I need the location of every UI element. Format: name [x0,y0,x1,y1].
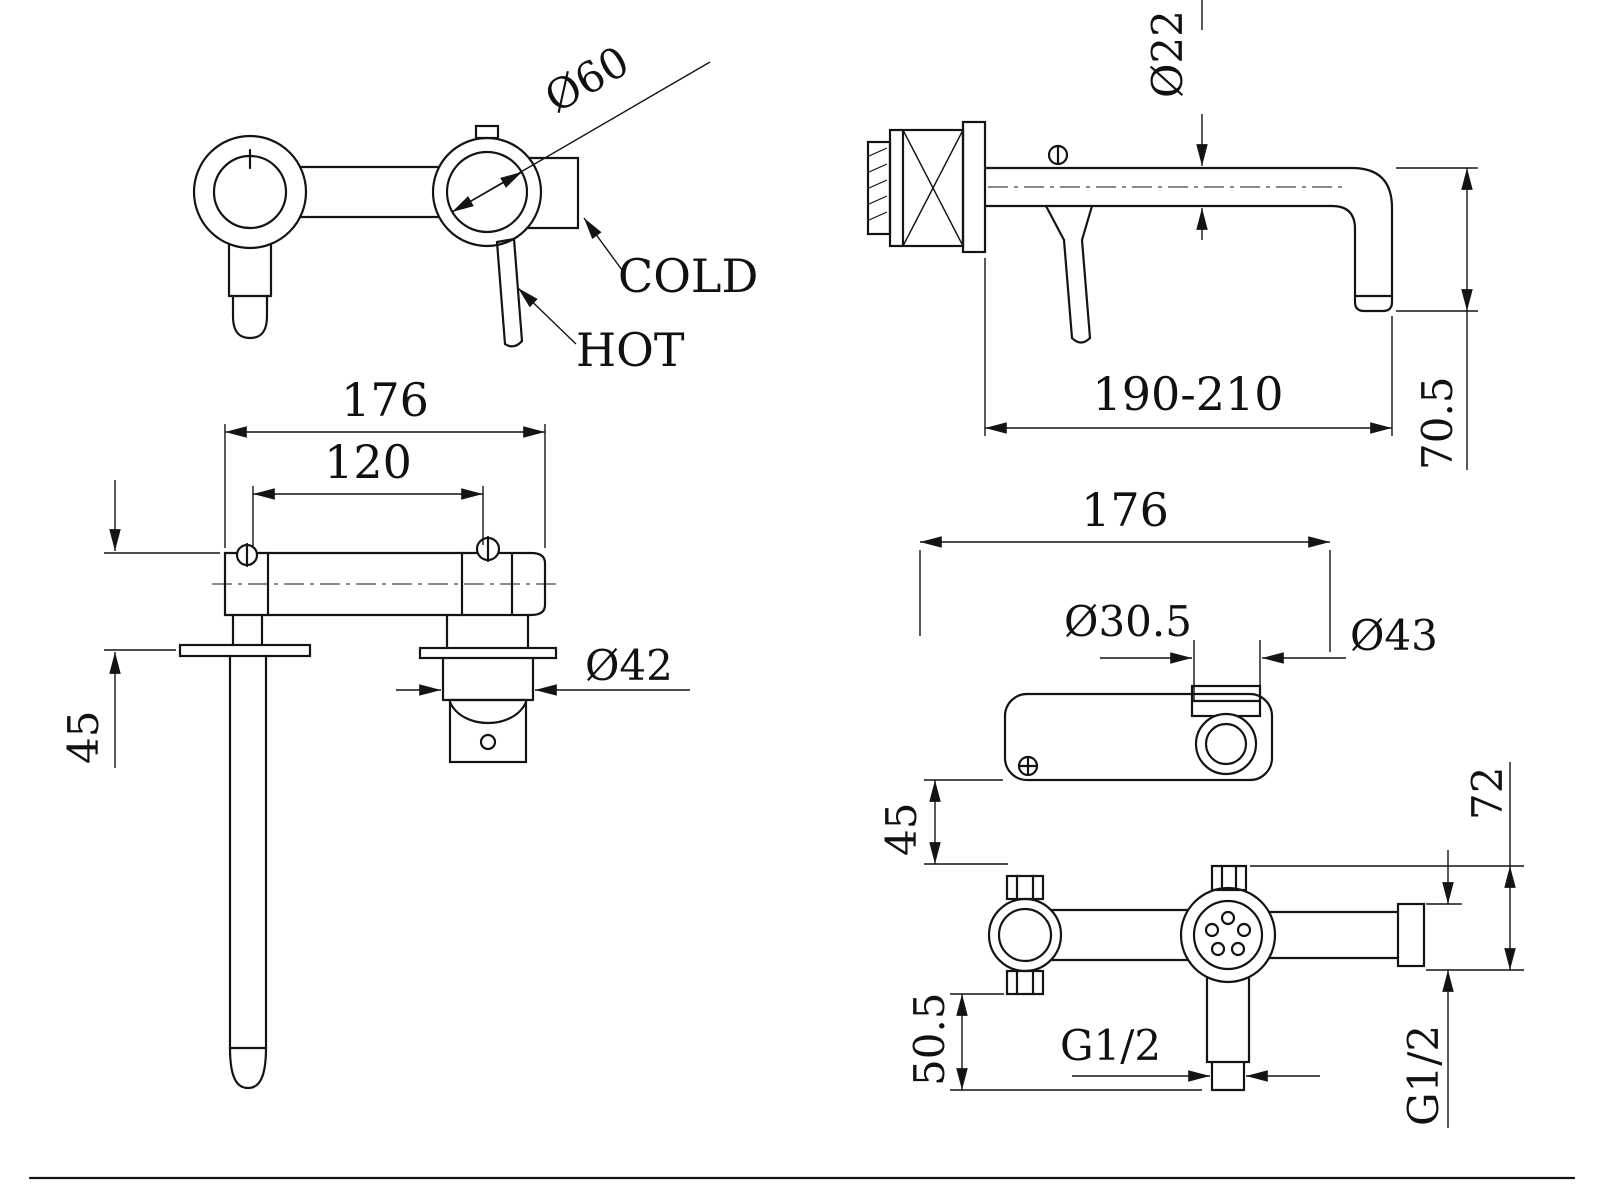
dim-g12-side: G1/2 [1399,1025,1448,1126]
dim-176-top: 176 [1081,483,1169,537]
front-view-finished: Ø60 COLD HOT [192,36,758,377]
dim-176-front: 176 [341,373,429,427]
dim-g12-bottom: G1/2 [1060,1021,1161,1070]
dim-dia-60: Ø60 [537,36,638,122]
dim-70-5: 70.5 [1413,376,1462,470]
top-view-roughin: 176 Ø30.5 Ø43 45 [877,483,1438,865]
dim-50-5: 50.5 [905,992,954,1086]
dim-45-side: 45 [877,803,926,856]
dim-dia-42: Ø42 [585,641,673,690]
back-view-roughin: 50.5 G1/2 G1/2 72 [905,762,1524,1128]
dim-dia-30-5: Ø30.5 [1064,597,1192,646]
front-view-roughin: 176 120 45 Ø42 [59,373,690,1090]
dim-dia-22: Ø22 [1143,10,1192,98]
label-cold: COLD [618,249,758,303]
dim-45-front: 45 [59,711,108,764]
dim-72: 72 [1463,767,1512,820]
dim-120: 120 [324,435,412,489]
label-hot: HOT [576,323,685,377]
dim-dia-43: Ø43 [1350,611,1438,660]
dim-reach-190-210: 190-210 [1092,367,1283,421]
side-view-finished: Ø22 190-210 [866,0,1478,470]
